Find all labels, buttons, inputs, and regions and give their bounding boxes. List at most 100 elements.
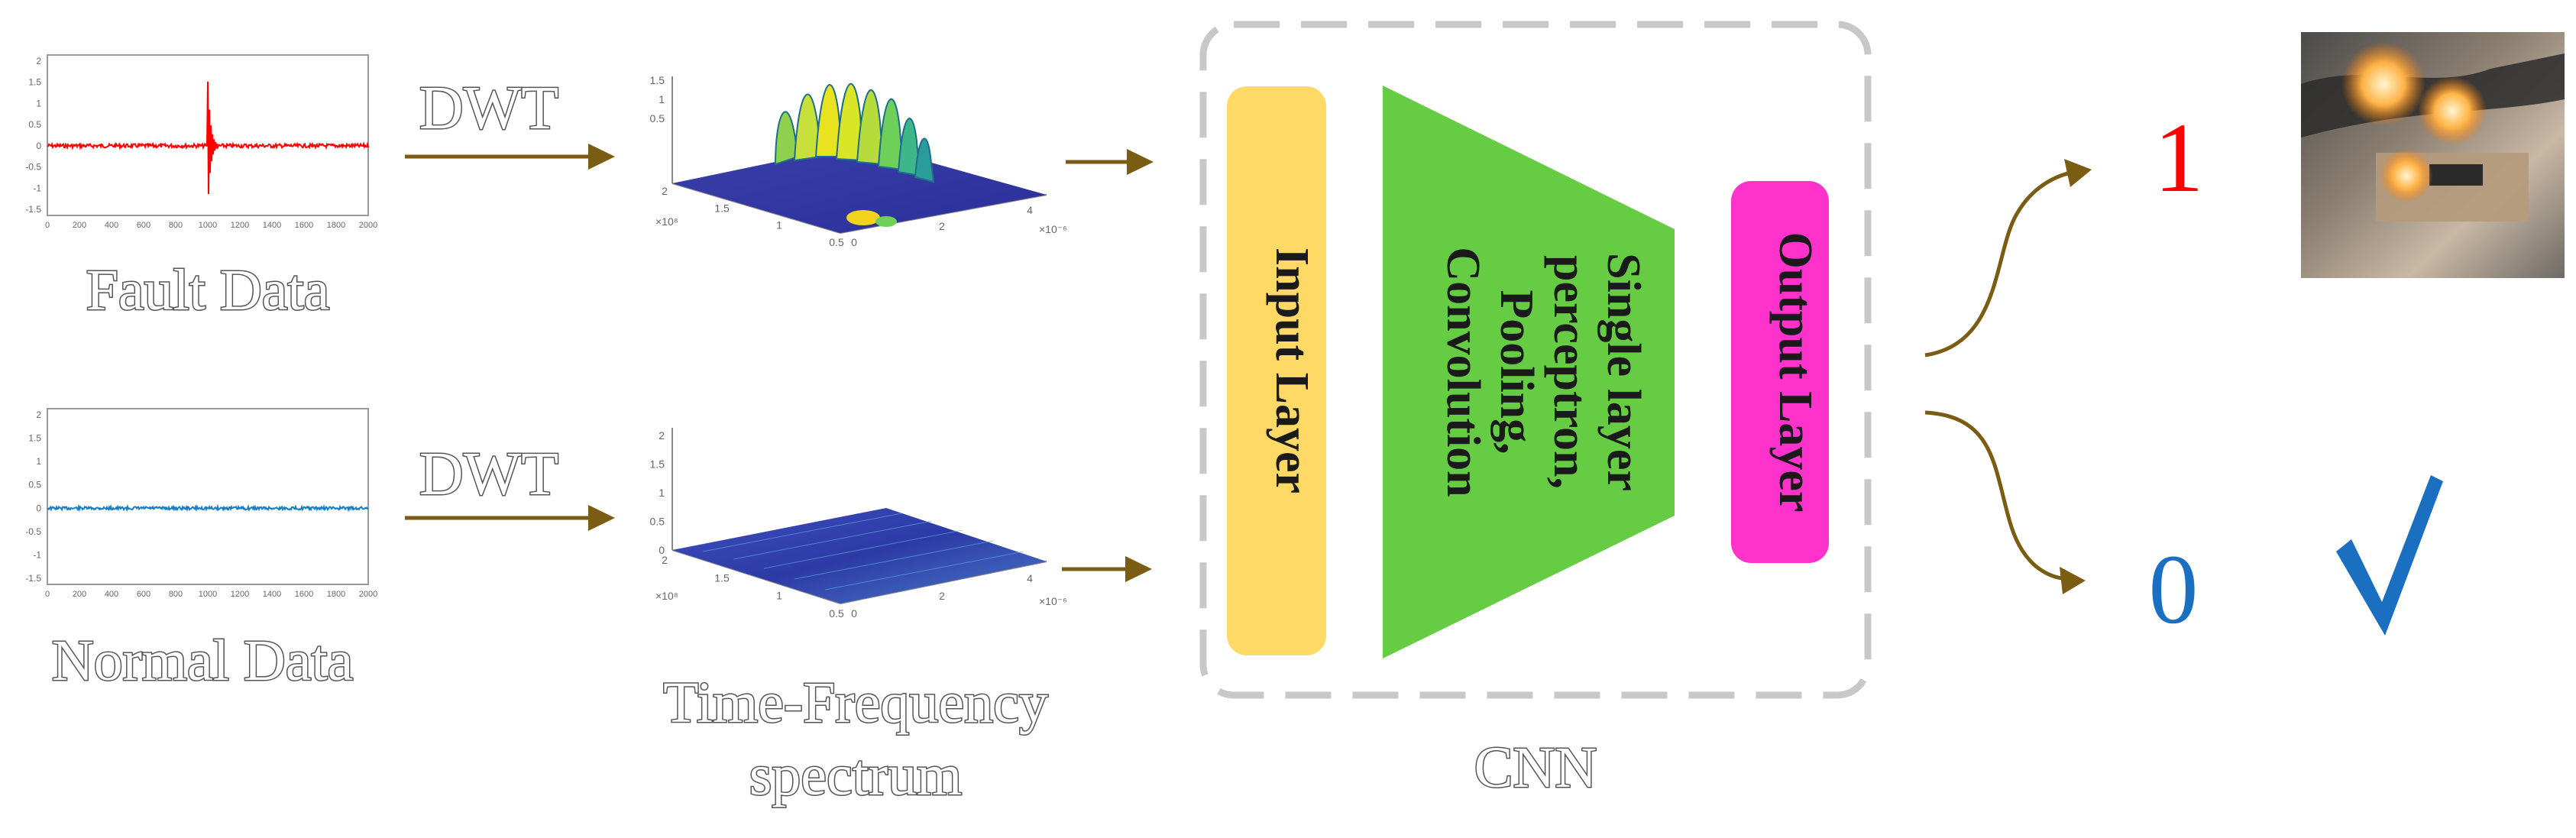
fault-spectrum-y-exponent: ×10⁸ [655, 215, 678, 228]
z-tick-label: 0.5 [650, 112, 665, 125]
z-tick-label: 0.5 [650, 516, 665, 528]
x-tick-label: 800 [169, 221, 183, 230]
y-tick-label: -1 [33, 549, 41, 560]
spectrum-label-line2: spectrum [749, 743, 963, 807]
y-tick-label: 0.5 [829, 607, 844, 620]
fault-spectrum-y-ticks: 21.510.5 [662, 185, 844, 248]
x-tick-label: 800 [169, 590, 183, 599]
spectrum-to-cnn-arrow-top [1066, 149, 1154, 175]
normal-spectrum-z-ticks: 21.510.50 [650, 429, 665, 556]
x-tick-label: 1000 [199, 590, 217, 599]
input-layer-label: Input Layer [1266, 248, 1318, 493]
spectrum-plate-bottom [672, 508, 1047, 603]
fault-spectrum-x-exponent: ×10⁻⁶ [1039, 223, 1067, 235]
x-tick-label: 4 [1027, 572, 1033, 584]
normal-spectrum-x-exponent: ×10⁻⁶ [1039, 595, 1067, 607]
x-tick-label: 400 [105, 221, 118, 230]
dwt-arrow-top: DWT [405, 74, 615, 170]
x-tick-label: 0 [45, 590, 50, 599]
hidden-layers-line1: Single layer [1597, 253, 1649, 491]
arc-fault-photo [2301, 32, 2565, 278]
x-tick-label: 400 [105, 590, 118, 599]
output-layer-label: Output Layer [1769, 232, 1821, 513]
fault-spectrum-x-ticks: 0 2 4 [851, 204, 1033, 248]
normal-output-value: 0 [2149, 535, 2199, 645]
fault-signal-trace [47, 81, 369, 195]
cnn-block: Input Layer Single layer perceptron, Poo… [1199, 21, 1872, 699]
z-tick-label: 1 [659, 487, 665, 499]
x-tick-label: 2 [939, 590, 945, 602]
dwt-label-top: DWT [419, 75, 558, 142]
x-tick-label: 1600 [295, 221, 313, 230]
z-tick-label: 1.5 [650, 74, 665, 86]
normal-spectrum-plot: 21.510.50 21.510.5 024 ×10⁸ ×10⁻⁶ [650, 428, 1067, 620]
fault-y-ticks: 21.510.50-0.5-1-1.5 [25, 56, 41, 215]
y-tick-label: -0.5 [25, 526, 41, 537]
x-tick-label: 4 [1027, 204, 1033, 216]
z-tick-label: 2 [659, 429, 665, 442]
hidden-layers-text: Single layer perceptron, Pooling, Convol… [1437, 247, 1649, 497]
y-tick-label: -0.5 [25, 162, 41, 173]
hidden-layers-line3: Pooling, [1490, 290, 1542, 454]
spectrum-plate-texture [702, 513, 1024, 590]
y-tick-label: 1 [36, 456, 41, 467]
y-tick-label: 1 [776, 219, 782, 231]
check-mark-icon [2336, 475, 2443, 636]
x-tick-label: 1400 [263, 590, 281, 599]
x-tick-label: 1600 [295, 590, 313, 599]
normal-plot-frame [47, 408, 369, 585]
normal-spectrum-y-ticks: 2 1.5 1 0.5 [662, 554, 844, 620]
y-tick-label: 1.5 [714, 571, 730, 584]
fault-spectrum-z-ticks: 1.5 1 0.5 [650, 74, 665, 125]
z-tick-label: 1 [659, 93, 665, 105]
spectrum-label-line1: Time-Frequency [663, 671, 1048, 735]
x-tick-label: 2000 [359, 590, 377, 599]
x-tick-label: 200 [73, 590, 86, 599]
x-tick-label: 1000 [199, 221, 217, 230]
z-tick-label: 0 [659, 544, 665, 556]
x-tick-label: 0 [45, 221, 50, 230]
fault-data-label: Fault Data [86, 258, 330, 322]
x-tick-label: 1800 [327, 221, 345, 230]
y-tick-label: 2 [36, 56, 41, 66]
fault-output-value: 1 [2154, 103, 2204, 213]
x-tick-label: 200 [73, 221, 86, 230]
hidden-layers-trapezoid [1383, 86, 1675, 658]
output-layer-block [1731, 181, 1829, 563]
normal-y-ticks: 21.510.50-0.5-1-1.5 [25, 409, 41, 584]
y-tick-label: 1 [776, 590, 782, 602]
x-tick-label: 600 [137, 221, 150, 230]
x-tick-label: 1200 [231, 590, 249, 599]
x-tick-label: 1800 [327, 590, 345, 599]
spectrum-to-cnn-arrow-bottom [1062, 556, 1152, 582]
dwt-label-bottom: DWT [419, 441, 558, 508]
normal-data-label: Normal Data [52, 629, 354, 693]
spectrum-peaks [774, 83, 935, 227]
output-arrow-fault [1924, 159, 2092, 358]
x-tick-label: 0 [851, 236, 857, 248]
y-tick-label: 1 [36, 98, 41, 108]
x-tick-label: 1400 [263, 221, 281, 230]
normal-spectrum-x-ticks: 024 [851, 572, 1033, 620]
output-arrow-normal [1924, 410, 2086, 594]
input-layer-block [1227, 86, 1326, 655]
y-tick-label: 2 [36, 409, 41, 420]
x-tick-label: 1200 [231, 221, 249, 230]
normal-spectrum-y-exponent: ×10⁸ [655, 590, 678, 602]
y-tick-label: -1.5 [25, 204, 41, 215]
y-tick-label: 0 [36, 503, 41, 513]
x-tick-label: 2 [939, 220, 945, 232]
dwt-arrow-bottom: DWT [405, 440, 615, 531]
hidden-layers-line2: perceptron, [1544, 255, 1596, 489]
y-tick-label: 0.5 [829, 236, 844, 248]
y-tick-label: 2 [662, 554, 668, 566]
y-tick-label: 0.5 [28, 119, 41, 130]
y-tick-label: 0.5 [28, 480, 41, 490]
cnn-label: CNN [1474, 736, 1597, 800]
fault-spectrum-plot: 1.5 1 0.5 2 1.5 1 0.5 0 2 4 ×10⁸ ×10⁻⁶ [650, 74, 1067, 248]
